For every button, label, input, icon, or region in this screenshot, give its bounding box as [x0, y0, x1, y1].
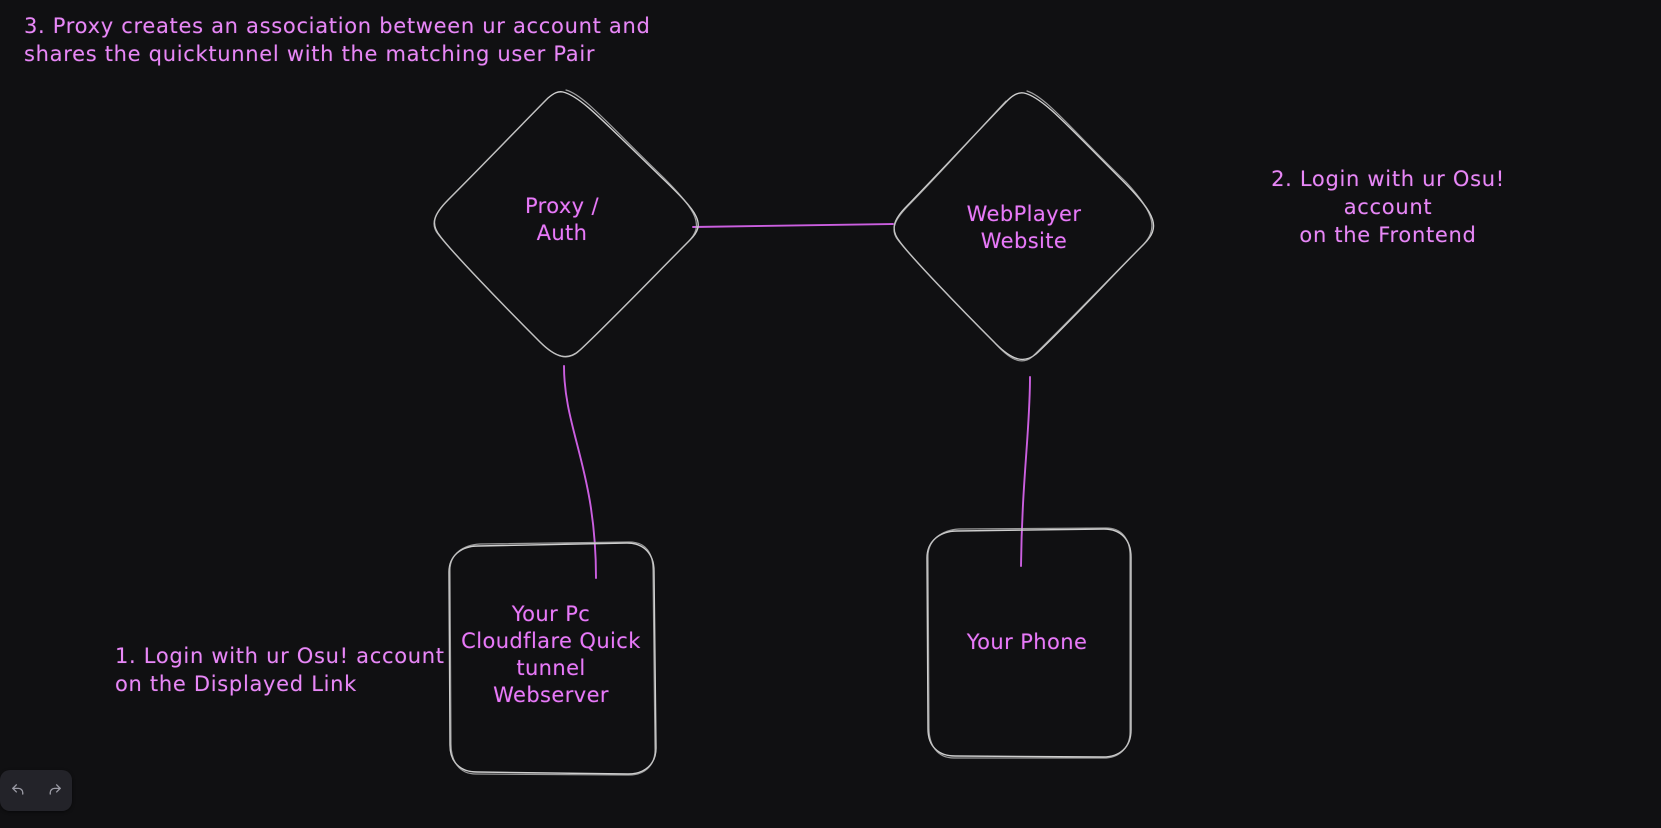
connector-proxy-to-webplayer[interactable]: [692, 223, 894, 228]
undo-arrow-icon: [10, 782, 27, 799]
node-webplayer-website[interactable]: [893, 90, 1155, 362]
connector-webplayer-to-yourphone[interactable]: [1020, 376, 1031, 567]
connector-proxy-to-yourpc[interactable]: [563, 365, 597, 579]
node-your-phone[interactable]: [926, 527, 1132, 759]
redo-button[interactable]: [40, 777, 68, 805]
undo-button[interactable]: [4, 777, 32, 805]
node-your-pc[interactable]: [448, 541, 657, 776]
annotation-step-1: 1. Login with ur Osu! account on the Dis…: [115, 644, 445, 696]
history-toolbar: [0, 770, 72, 811]
node-proxy-auth[interactable]: [433, 89, 699, 358]
annotation-step-3: 3. Proxy creates an association between …: [24, 14, 651, 66]
redo-arrow-icon: [46, 782, 63, 799]
annotation-step-2: 2. Login with ur Osu! account on the Fro…: [1271, 167, 1505, 247]
